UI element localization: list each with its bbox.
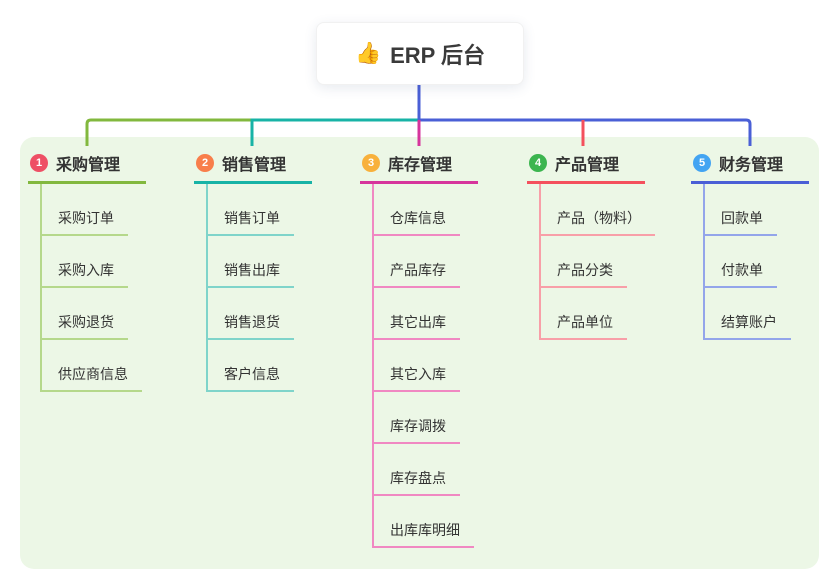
child-node-label: 销售退货 [208, 312, 294, 340]
child-node-label: 回款单 [705, 208, 777, 236]
child-node-回款单[interactable]: 回款单 [705, 184, 809, 236]
branch-node-库存管理[interactable]: 3 库存管理 [360, 148, 478, 184]
branch-node-财务管理[interactable]: 5 财务管理 [691, 148, 809, 184]
branch-children: 采购订单采购入库采购退货供应商信息 [40, 184, 146, 392]
branch-销售管理: 2 销售管理销售订单销售出库销售退货客户信息 [194, 148, 312, 392]
child-node-label: 结算账户 [705, 312, 791, 340]
branch-children: 产品（物料） 产品分类产品单位 [539, 184, 655, 340]
child-node-label: 采购入库 [42, 260, 128, 288]
child-node-label: 产品（物料） [541, 208, 655, 236]
child-node-label: 客户信息 [208, 364, 294, 392]
child-node-label: 付款单 [705, 260, 777, 288]
child-node-label: 产品单位 [541, 312, 627, 340]
child-node-label: 产品库存 [374, 260, 460, 288]
child-node-仓库信息[interactable]: 仓库信息 [374, 184, 478, 236]
child-node-采购入库[interactable]: 采购入库 [42, 236, 146, 288]
root-node-label: ERP 后台 [390, 42, 486, 68]
child-node-库存调拨[interactable]: 库存调拨 [374, 392, 478, 444]
child-node-label: 供应商信息 [42, 364, 142, 392]
child-node-出库库明细[interactable]: 出库库明细 [374, 496, 478, 548]
child-node-label: 销售出库 [208, 260, 294, 288]
child-node-label: 出库库明细 [374, 520, 474, 548]
child-node-付款单[interactable]: 付款单 [705, 236, 809, 288]
root-node[interactable]: 👍 ERP 后台 [316, 22, 524, 85]
branch-node-产品管理[interactable]: 4 产品管理 [527, 148, 645, 184]
branch-children: 销售订单销售出库销售退货客户信息 [206, 184, 312, 392]
child-node-采购退货[interactable]: 采购退货 [42, 288, 146, 340]
branch-label: 采购管理 [56, 157, 121, 174]
branch-label: 财务管理 [719, 157, 784, 174]
branch-产品管理: 4 产品管理产品（物料） 产品分类产品单位 [527, 148, 655, 340]
child-node-其它出库[interactable]: 其它出库 [374, 288, 478, 340]
child-node-label: 其它出库 [374, 312, 460, 340]
child-node-结算账户[interactable]: 结算账户 [705, 288, 809, 340]
branch-采购管理: 1 采购管理采购订单采购入库采购退货供应商信息 [28, 148, 146, 392]
child-node-销售退货[interactable]: 销售退货 [208, 288, 312, 340]
branch-number-badge: 3 [362, 154, 380, 172]
thumbs-up-icon: 👍 [354, 42, 382, 65]
branch-财务管理: 5 财务管理回款单付款单结算账户 [691, 148, 809, 340]
child-node-产品单位[interactable]: 产品单位 [541, 288, 645, 340]
child-node-销售订单[interactable]: 销售订单 [208, 184, 312, 236]
child-node-供应商信息[interactable]: 供应商信息 [42, 340, 146, 392]
branch-children: 仓库信息产品库存其它出库其它入库库存调拨库存盘点出库库明细 [372, 184, 478, 548]
child-node-label: 产品分类 [541, 260, 627, 288]
child-node-采购订单[interactable]: 采购订单 [42, 184, 146, 236]
child-node-产品库存[interactable]: 产品库存 [374, 236, 478, 288]
branches-panel [20, 137, 819, 569]
child-node-产品分类[interactable]: 产品分类 [541, 236, 645, 288]
branch-number-badge: 5 [693, 154, 711, 172]
branch-node-采购管理[interactable]: 1 采购管理 [28, 148, 146, 184]
child-node-库存盘点[interactable]: 库存盘点 [374, 444, 478, 496]
child-node-label: 采购订单 [42, 208, 128, 236]
branch-children: 回款单付款单结算账户 [703, 184, 809, 340]
child-node-label: 仓库信息 [374, 208, 460, 236]
branch-库存管理: 3 库存管理仓库信息产品库存其它出库其它入库库存调拨库存盘点出库库明细 [360, 148, 478, 548]
child-node-label: 销售订单 [208, 208, 294, 236]
child-node-label: 库存调拨 [374, 416, 460, 444]
branch-number-badge: 4 [529, 154, 547, 172]
branch-number-badge: 2 [196, 154, 214, 172]
child-node-产品（物料）[interactable]: 产品（物料） [541, 184, 655, 236]
branch-number-badge: 1 [30, 154, 48, 172]
child-node-label: 采购退货 [42, 312, 128, 340]
child-node-label: 其它入库 [374, 364, 460, 392]
branch-label: 产品管理 [555, 157, 620, 174]
child-node-客户信息[interactable]: 客户信息 [208, 340, 312, 392]
branch-label: 库存管理 [388, 157, 453, 174]
branch-node-销售管理[interactable]: 2 销售管理 [194, 148, 312, 184]
child-node-销售出库[interactable]: 销售出库 [208, 236, 312, 288]
child-node-其它入库[interactable]: 其它入库 [374, 340, 478, 392]
branch-label: 销售管理 [222, 157, 287, 174]
child-node-label: 库存盘点 [374, 468, 460, 496]
